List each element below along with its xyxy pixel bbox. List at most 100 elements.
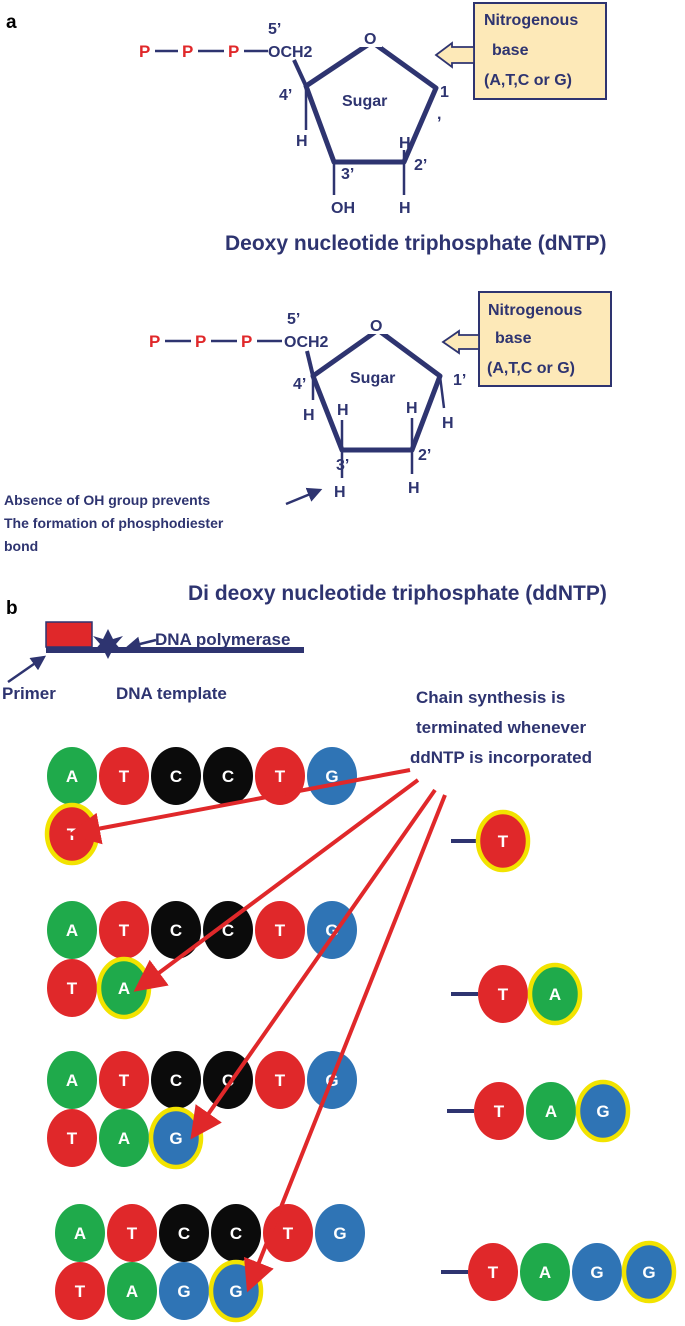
reaction-2-product-nucleotide: A — [527, 962, 583, 1026]
reaction-1-template-nucleotide-letter: C — [170, 767, 182, 786]
reaction-1-template-nucleotide-bead — [203, 747, 253, 805]
reaction-4-product-nucleotide: G — [621, 1240, 677, 1304]
panel-b-label: b — [6, 598, 18, 619]
reaction-4-product-nucleotide-letter: G — [590, 1263, 603, 1282]
reaction-4-template-nucleotide-bead — [211, 1204, 261, 1262]
reaction-3-template-nucleotide-letter: T — [275, 1071, 286, 1090]
termination-arrow-2 — [133, 778, 420, 992]
dntp-c1-label: 1 — [440, 84, 449, 101]
reaction-4-product-nucleotide-letter: A — [539, 1263, 551, 1282]
reaction-3-product-nucleotide-letter: G — [596, 1102, 609, 1121]
ddntp-base-line-2: base — [495, 330, 532, 347]
dntp-h-c2-down: H — [399, 200, 411, 217]
reaction-1-product-nucleotide: T — [475, 809, 531, 873]
reaction-2-template-nucleotide: A — [47, 901, 97, 959]
dntp-base-line-2: base — [492, 42, 529, 59]
reaction-4-terminating-ddntp-letter: G — [229, 1282, 242, 1301]
ddntp-note-arrow — [285, 487, 323, 506]
reaction-2-template-nucleotide-bead — [99, 901, 149, 959]
reaction-4-product-nucleotide-letter: G — [642, 1263, 655, 1282]
ddntp-c5-label: 5’ — [287, 311, 300, 328]
reaction-3-terminating-ddntp-letter: G — [169, 1129, 182, 1148]
dntp-ring-oxygen-gap — [360, 27, 382, 47]
ddntp-h-c2-up: H — [406, 400, 418, 417]
reaction-3-product-nucleotide-bead — [526, 1082, 576, 1140]
termination-arrow-1 — [68, 768, 411, 845]
reaction-3-template-nucleotide-bead — [151, 1051, 201, 1109]
sequencing-reactions: ATCCTGTTATCCTGTATAATCCTGTAGTAGATCCTGTAGG… — [44, 747, 677, 1323]
reaction-3-template-nucleotide-bead — [255, 1051, 305, 1109]
reaction-3-product-nucleotide: G — [575, 1079, 631, 1143]
reaction-4-terminating-ddntp: G — [208, 1259, 264, 1323]
ddntp-c2-label: 2’ — [418, 447, 431, 464]
ddntp-phosphate-1: P — [149, 332, 160, 351]
ddntp-och2: OCH2 — [284, 334, 329, 351]
reaction-1-template-nucleotide: C — [203, 747, 253, 805]
reaction-4-template-nucleotide-letter: C — [178, 1224, 190, 1243]
reaction-3-product-nucleotide-letter: A — [545, 1102, 557, 1121]
ddntp-bond — [438, 375, 446, 409]
primer-pointer-arrow — [7, 655, 47, 684]
reaction-1-template-nucleotide: T — [99, 747, 149, 805]
dntp-c3-label: 3’ — [341, 166, 354, 183]
reaction-1-template-nucleotide-letter: T — [275, 767, 286, 786]
primer-label: Primer — [2, 684, 56, 703]
reaction-1-template-nucleotide-letter: G — [325, 767, 338, 786]
reaction-3-template-nucleotide-bead — [99, 1051, 149, 1109]
reaction-3-template-nucleotide-bead — [47, 1051, 97, 1109]
ddntp-note-line-1: Absence of OH group prevents — [4, 492, 210, 508]
reaction-3-template-nucleotide: A — [47, 1051, 97, 1109]
termination-arrow-3 — [190, 788, 437, 1140]
ddntp-h-c4: H — [303, 407, 315, 424]
reaction-3-template-nucleotide: C — [151, 1051, 201, 1109]
reaction-1-template-nucleotide-letter: C — [222, 767, 234, 786]
reaction-3-template-nucleotide-letter: C — [222, 1071, 234, 1090]
reaction-4-new-nucleotide-letter: A — [126, 1282, 138, 1301]
dntp-c2-label: 2’ — [414, 157, 427, 174]
reaction-2-template-nucleotide-bead — [307, 901, 357, 959]
reaction-4-product-nucleotide-bead — [621, 1240, 677, 1304]
reaction-4-template-nucleotide-letter: C — [230, 1224, 242, 1243]
reaction-2-template-nucleotide-bead — [203, 901, 253, 959]
reaction-4-template-nucleotide-bead — [315, 1204, 365, 1262]
reaction-1-template-nucleotide-letter: A — [66, 767, 78, 786]
reaction-1-terminating-ddntp: T — [44, 802, 100, 866]
dntp-c1-prime: , — [437, 106, 441, 123]
ddntp-note-line-2: The formation of phosphodiester — [4, 515, 224, 531]
termination-arrow-4 — [244, 794, 447, 1293]
reaction-3-template-nucleotide: T — [255, 1051, 305, 1109]
reaction-1-template-nucleotide: G — [307, 747, 357, 805]
polymerase-label: DNA polymerase — [155, 630, 290, 649]
ddntp-bond — [305, 350, 315, 377]
ddntp-base-bond-arrow — [441, 329, 480, 355]
dntp-bond — [292, 59, 308, 87]
ddntp-c1-label: 1’ — [453, 372, 466, 389]
reaction-2-template-nucleotide-letter: C — [170, 921, 182, 940]
reaction-3-product-nucleotide-letter: T — [494, 1102, 505, 1121]
reaction-1-template-nucleotide-bead — [99, 747, 149, 805]
reaction-1-template-nucleotide-bead — [47, 747, 97, 805]
ddntp-ring-oxygen-gap — [366, 314, 388, 334]
reaction-4-product-nucleotide: T — [468, 1243, 518, 1301]
reaction-1-product-nucleotide-bead — [475, 809, 531, 873]
ddntp-base-line-1: Nitrogenous — [488, 302, 582, 319]
ddntp-phosphate-2: P — [195, 332, 206, 351]
reaction-2-template-nucleotide-bead — [255, 901, 305, 959]
reaction-4-template-nucleotide: C — [211, 1204, 261, 1262]
ddntp-phosphate-3: P — [241, 332, 252, 351]
reaction-1-product-nucleotide-letter: T — [498, 832, 509, 851]
reaction-3-product-nucleotide: A — [526, 1082, 576, 1140]
dntp-sugar-ring — [303, 39, 439, 165]
reaction-3-product-nucleotide: T — [474, 1082, 524, 1140]
reaction-4-product-nucleotide: G — [572, 1243, 622, 1301]
dntp-base-box — [473, 2, 607, 100]
dntp-phosphate-3: P — [228, 42, 239, 61]
dna-template-strand — [46, 647, 304, 653]
ddntp-h-c3-down: H — [334, 484, 346, 501]
reaction-2-template-nucleotide-bead — [151, 901, 201, 959]
reaction-1-template-nucleotide-bead — [151, 747, 201, 805]
ddntp-h-c1: H — [442, 415, 454, 432]
reaction-2-template-nucleotide-letter: A — [66, 921, 78, 940]
reaction-4-template-nucleotide-bead — [55, 1204, 105, 1262]
dntp-phosphate-2: P — [182, 42, 193, 61]
